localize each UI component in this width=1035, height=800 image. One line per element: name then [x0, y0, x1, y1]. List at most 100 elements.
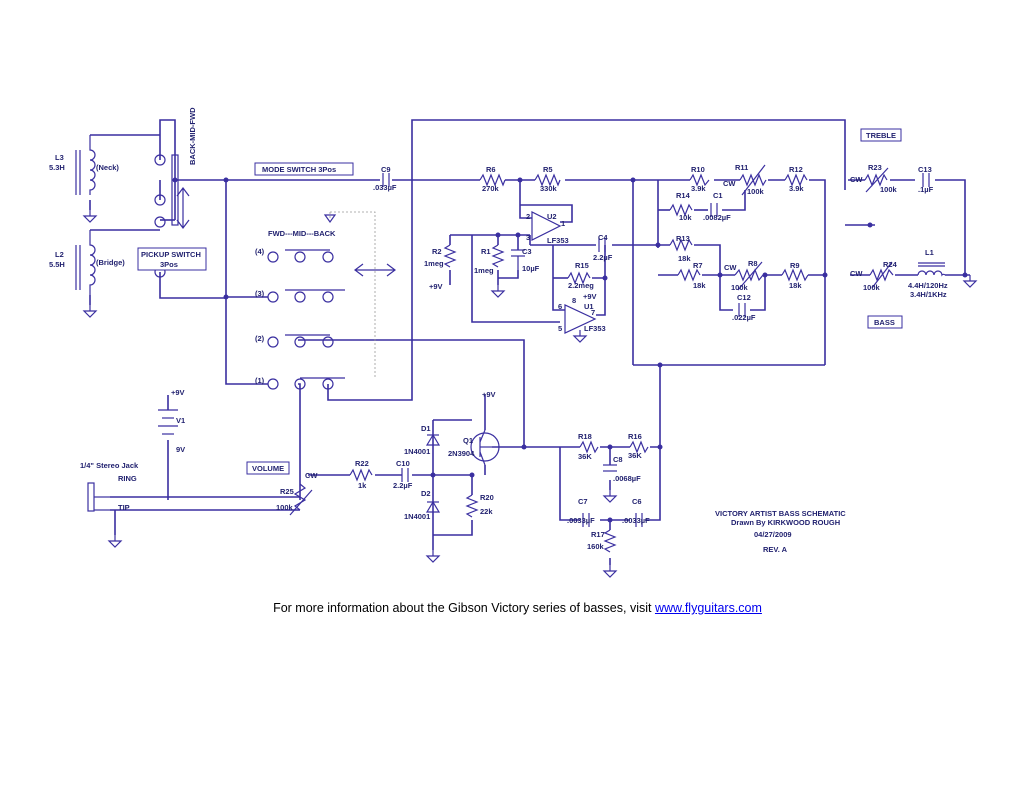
r22-value: 1k — [358, 481, 367, 490]
r24-ref: R24 — [883, 260, 898, 269]
r12-value: 3.9k — [789, 184, 804, 193]
c1-value: .0082µF — [703, 213, 731, 222]
r12-ref: R12 — [789, 165, 803, 174]
inductor-symbols — [75, 135, 946, 295]
c12-value: .022µF — [732, 313, 756, 322]
c9-value: .033µF — [373, 183, 397, 192]
junction-dots — [172, 177, 968, 523]
switch-contacts — [154, 154, 396, 390]
l2-value: 5.5H — [49, 260, 65, 269]
r16-ref: R16 — [628, 432, 642, 441]
u1-ref: U1 — [584, 302, 594, 311]
r14-value: 10k — [679, 213, 692, 222]
r7-value: 18k — [693, 281, 706, 290]
switch-pos-4: (4) — [255, 247, 265, 256]
u1-power: +9V — [583, 292, 597, 301]
r9-value: 18k — [789, 281, 802, 290]
r8-cw: CW — [724, 263, 737, 272]
r6-value: 270k — [482, 184, 500, 193]
r22-ref: R22 — [355, 459, 369, 468]
c9-ref: C9 — [381, 165, 391, 174]
u2-pin2: 2 — [526, 212, 530, 221]
jack-ring: RING — [118, 474, 137, 483]
d2-value: 1N4001 — [404, 512, 430, 521]
r15-value: 2.2meg — [568, 281, 594, 290]
u2-pin1: 1 — [561, 219, 565, 228]
bass-box-label: BASS — [874, 318, 895, 327]
r18-ref: R18 — [578, 432, 592, 441]
fwd-mid-back-label: FWD---MID---BACK — [268, 229, 336, 238]
q1-power: +9V — [482, 390, 496, 399]
u2-pin3: 3 — [526, 233, 530, 242]
l1-ref: L1 — [925, 248, 934, 257]
battery-symbol — [158, 409, 178, 435]
title-line-2: Drawn By KIRKWOOD ROUGH — [731, 518, 840, 527]
r17-value: 160k — [587, 542, 605, 551]
q1-ref: Q1 — [463, 436, 473, 445]
c6-value: .0033µF — [622, 516, 650, 525]
u1-part: LF353 — [584, 324, 606, 333]
title-line-4: REV. A — [763, 545, 788, 554]
r2-ref: R2 — [432, 247, 442, 256]
c10-value: 2.2µF — [393, 481, 413, 490]
v1-power: +9V — [171, 388, 185, 397]
jack-tip: TIP — [118, 503, 130, 512]
r5-ref: R5 — [543, 165, 553, 174]
jack-symbol — [87, 482, 110, 512]
c13-value: .1µF — [918, 185, 934, 194]
u1-pin5: 5 — [558, 324, 562, 333]
transistor-and-diodes — [425, 429, 500, 513]
r16-value: 36K — [628, 451, 642, 460]
r2-value: 1meg — [424, 259, 444, 268]
r11-cw: CW — [723, 179, 736, 188]
title-line-3: 04/27/2009 — [754, 530, 792, 539]
r2-power: +9V — [429, 282, 443, 291]
r8-ref: R8 — [748, 259, 758, 268]
r25-value: 100k — [276, 503, 294, 512]
r24-value: 100k — [863, 283, 881, 292]
d2-ref: D2 — [421, 489, 431, 498]
r11-value: 100k — [747, 187, 765, 196]
switch-pos-2: (2) — [255, 334, 265, 343]
c1-ref: C1 — [713, 191, 723, 200]
r23-cw: CW — [850, 175, 863, 184]
r20-value: 22k — [480, 507, 493, 516]
switch-pos-1: (1) — [255, 376, 265, 385]
r20-ref: R20 — [480, 493, 494, 502]
v1-value: 9V — [176, 445, 185, 454]
switch-pos-3: (3) — [255, 289, 265, 298]
l3-position: (Neck) — [96, 163, 119, 172]
flyguitars-link[interactable]: www.flyguitars.com — [654, 601, 762, 615]
r6-ref: R6 — [486, 165, 496, 174]
pickup-switch-label: PICKUP SWITCH — [141, 250, 201, 259]
u1-pin7: 7 — [591, 308, 595, 317]
c12-ref: C12 — [737, 293, 751, 302]
resistor-symbols — [289, 164, 894, 553]
c7-value: .0033µF — [567, 516, 595, 525]
c13-ref: C13 — [918, 165, 932, 174]
r25-cw: CW — [305, 471, 318, 480]
v1-ref: V1 — [176, 416, 185, 425]
r11-ref: R11 — [735, 163, 748, 172]
treble-box-label: TREBLE — [866, 131, 896, 140]
r24-cw: CW — [850, 269, 863, 278]
c8-value: .0068µF — [613, 474, 641, 483]
u1-pin8: 8 — [572, 296, 576, 305]
capacitor-symbols — [382, 173, 930, 527]
l3-ref: L3 — [55, 153, 64, 162]
wires — [89, 119, 970, 565]
l2-position: (Bridge) — [96, 258, 125, 267]
c10-ref: C10 — [396, 459, 410, 468]
l1-value-2: 3.4H/1KHz — [910, 290, 947, 299]
r13-value: 18k — [678, 254, 691, 263]
d1-value: 1N4001 — [404, 447, 430, 456]
r5-value: 330k — [540, 184, 558, 193]
l3-value: 5.3H — [49, 163, 65, 172]
r15-ref: R15 — [575, 261, 589, 270]
pickup-switch-title: BACK-MID-FWD — [188, 107, 197, 165]
r18-value: 36K — [578, 452, 592, 461]
footer-text: For more information about the Gibson Vi… — [273, 601, 655, 615]
u2-ref: U2 — [547, 212, 557, 221]
r1-value: 1meg — [474, 266, 494, 275]
